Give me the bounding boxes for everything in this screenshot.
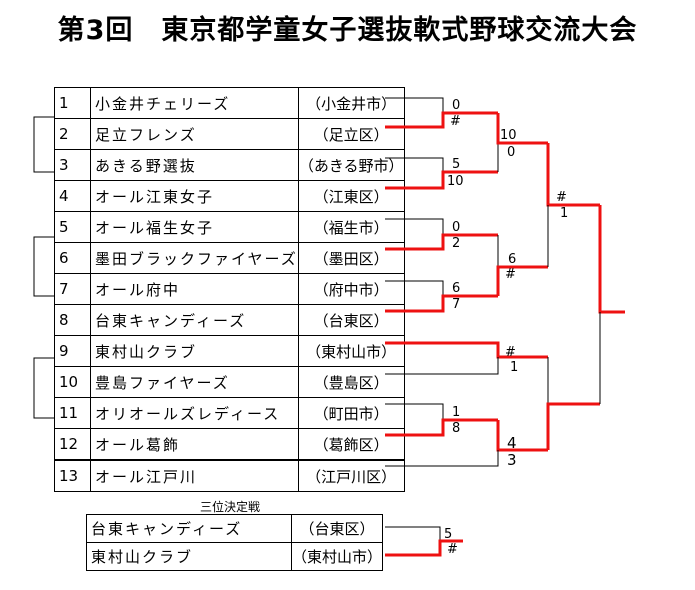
score: 1 [560, 206, 569, 221]
team-city: （福生市） [297, 211, 405, 243]
team-name: オリオールズレディース [90, 397, 299, 429]
bracket-line-loser [385, 403, 444, 420]
team-number: 1 [54, 87, 91, 119]
team-city: （台東区） [290, 514, 384, 543]
score: 6 [452, 281, 461, 296]
score: # [556, 190, 567, 205]
team-number: 11 [54, 397, 91, 429]
team-city: （東村山市） [290, 542, 384, 571]
team-number: 6 [54, 242, 91, 274]
team-city: （葛飾区） [297, 428, 405, 461]
score: 2 [452, 236, 461, 251]
bracket-line-winner [496, 265, 548, 296]
team-city: （府中市） [297, 273, 405, 305]
bracket-line-loser [385, 357, 499, 375]
score: 4 [507, 434, 517, 452]
score: 1 [452, 405, 461, 420]
score: 0 [452, 220, 461, 235]
score: # [505, 345, 516, 360]
score: 10 [500, 128, 517, 143]
group-bracket [33, 357, 54, 419]
score: 1 [510, 360, 519, 375]
bracket-line-winner [496, 420, 548, 452]
score: 8 [452, 421, 461, 436]
team-number: 9 [54, 335, 91, 367]
score: # [505, 267, 516, 282]
bracket-line-winner [496, 113, 548, 145]
team-name: 豊島ファイヤーズ [90, 366, 299, 398]
score: 5 [444, 527, 453, 542]
team-name: オール福生女子 [90, 211, 299, 243]
team-city: （江東区） [297, 180, 405, 212]
bracket-line-winner [598, 205, 625, 314]
bracket-line-winner [385, 294, 498, 313]
group-bracket [33, 236, 54, 297]
team-city: （台東区） [297, 304, 405, 336]
team-name: オール江東女子 [90, 180, 299, 212]
third-place-label: 三位決定戦 [200, 500, 261, 514]
page-title: 第3回 東京都学童女子選抜軟式野球交流大会 [57, 15, 638, 46]
score: 3 [507, 451, 517, 469]
score: 7 [452, 297, 461, 312]
team-name: 足立フレンズ [90, 118, 299, 150]
third-place-row: 東村山クラブ （東村山市） [86, 542, 384, 571]
team-city: （江戸川区） [297, 459, 405, 492]
bracket-line-winner [385, 170, 498, 190]
bracket-line-loser [385, 97, 444, 113]
bracket-line-loser [385, 450, 499, 467]
bracket-line-loser [547, 357, 600, 405]
team-name: あきる野選抜 [90, 149, 299, 181]
team-city: （町田市） [297, 397, 405, 429]
third-place-table: 台東キャンディーズ （台東区） 東村山クラブ （東村山市） [86, 514, 384, 571]
score: 10 [447, 174, 464, 189]
team-city: （豊島区） [297, 366, 405, 398]
bracket-line-winner [385, 341, 548, 359]
team-name: 小金井チェリーズ [90, 87, 299, 119]
team-number: 8 [54, 304, 91, 336]
bracket-line-loser [385, 218, 444, 235]
team-city: （足立区） [297, 118, 405, 150]
bracket-line-loser [385, 157, 444, 172]
bracket-line-winner [385, 418, 498, 437]
score: 0 [452, 98, 461, 113]
team-number: 5 [54, 211, 91, 243]
bracket-line-winner [385, 111, 498, 129]
bracket-line-loser [385, 280, 444, 296]
bracket-line-loser [385, 526, 441, 541]
team-name: オール江戸川 [90, 459, 299, 492]
bracket-line-winner [385, 539, 463, 557]
team-name: 東村山クラブ [86, 542, 292, 571]
score: 0 [507, 145, 516, 160]
score: 6 [508, 252, 517, 267]
score: # [450, 114, 461, 129]
team-number: 7 [54, 273, 91, 305]
team-city: （小金井市） [297, 87, 405, 119]
team-number: 13 [54, 459, 91, 492]
score: # [447, 542, 458, 557]
team-name: 台東キャンディーズ [86, 514, 292, 543]
third-place-row: 台東キャンディーズ （台東区） [86, 514, 384, 543]
team-city: （あきる野市） [297, 149, 405, 181]
team-name: 台東キャンディーズ [90, 304, 299, 336]
team-number: 3 [54, 149, 91, 181]
group-bracket [33, 116, 54, 173]
score: 5 [452, 157, 461, 172]
team-number: 2 [54, 118, 91, 150]
bracket-line-winner [385, 233, 498, 251]
bracket-line-winner [546, 402, 600, 450]
